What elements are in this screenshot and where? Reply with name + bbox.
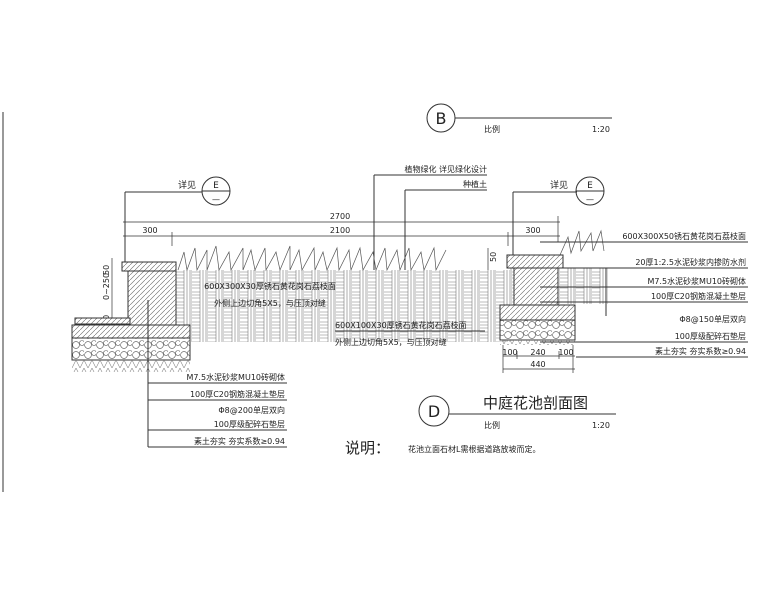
callout: Φ8@150单层双向 [679,314,746,324]
dim-base: 100 [502,348,517,357]
section-d-scale: 1:20 [592,421,610,430]
callout: 600X300X50锈石黄花岗石荔枝面 [622,231,746,241]
dim-total: 2700 [330,212,350,221]
right-callouts: 600X300X50锈石黄花岗石荔枝面 20厚1:2.5水泥砂浆内掺防水剂 M7… [540,231,748,358]
section-d-title: 中庭花池剖面图 [483,394,588,412]
detail-ref-label: 详见 [550,179,568,191]
section-b-heading: B 比例 1:20 [426,103,612,134]
callout: Φ8@200单层双向 [218,405,285,415]
coping-label-1: 600X300X30厚锈石黄花岗石荔枝面 [204,281,336,291]
coping-label-2: 外侧上边切角5X5，与压顶对缝 [214,298,326,308]
dim-left-v: 0~250 [102,273,111,300]
left-callouts: M7.5水泥砂浆MU10砖砌体 100厚C20钢筋混凝土垫层 Φ8@200单层双… [147,300,287,448]
dim-right-v: 50 [489,252,498,262]
callout: 素土夯实 夯实系数≥0.94 [194,436,285,446]
soil-label: 种植土 [463,179,487,189]
section-d-heading: D 中庭花池剖面图 比例 1:20 [418,394,616,430]
dim-base-total: 440 [530,360,545,369]
dim-inner: 2100 [330,226,350,235]
detail-ref-sub: — [586,195,594,204]
dim-base: 240 [530,348,545,357]
section-d-scale-label: 比例 [484,420,500,430]
plants-icon [177,245,447,272]
detail-ref-left[interactable]: 详见 E — [124,176,231,262]
callout: 100厚级配碎石垫层 [675,331,746,341]
dim-left-wall: 300 [142,226,157,235]
detail-ref-sub: — [212,195,220,204]
section-b-letter: B [436,109,447,128]
callout: 20厚1:2.5水泥砂浆内掺防水剂 [635,257,746,267]
dim-right-wall: 300 [525,226,540,235]
callout: 100厚C20钢筋混凝土垫层 [651,291,746,301]
note-label: 说明： [345,439,390,457]
section-b-scale: 1:20 [592,125,610,134]
dim-left-v: 50 [102,265,111,275]
detail-ref-right[interactable]: 详见 E — [512,176,605,255]
detail-ref-letter: E [587,181,593,191]
detail-ref-letter: E [213,181,219,191]
note-text: 花池立面石材L需根据道路放坡而定。 [408,444,540,454]
section-d-letter: D [428,402,440,421]
section-b-scale-label: 比例 [484,124,500,134]
detail-ref-label: 详见 [178,179,196,191]
face-label-1: 600X100X30厚锈石黄花岗石荔枝面 [335,320,467,330]
callout: M7.5水泥砂浆MU10砖砌体 [186,372,285,382]
planting-soil [175,270,510,342]
note: 说明： 花池立面石材L需根据道路放坡而定。 [345,439,540,457]
callout: M7.5水泥砂浆MU10砖砌体 [647,276,746,286]
callout: 素土夯实 夯实系数≥0.94 [655,346,746,356]
planting-label: 植物绿化 详见绿化设计 [404,164,487,174]
dim-base: 100 [558,348,573,357]
callout: 100厚级配碎石垫层 [214,419,285,429]
callout: 100厚C20钢筋混凝土垫层 [190,389,285,399]
planter-section [71,229,608,372]
face-label-2: 外侧上边切角5X5，与压顶对缝 [335,337,447,347]
